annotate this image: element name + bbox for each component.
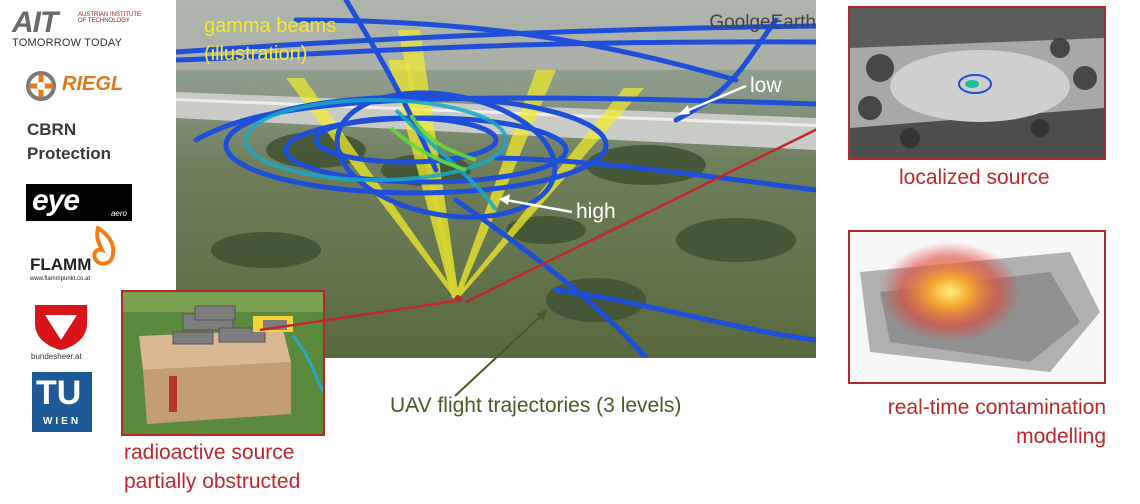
low-arrow — [683, 84, 747, 114]
radioactive-source-label: radioactive source partially obstructed — [124, 438, 300, 496]
bundesheer-shield-icon — [35, 305, 87, 350]
cbrn-protection-logo: CBRN Protection — [27, 118, 111, 166]
cbrn-line2: Protection — [27, 144, 112, 163]
localized-source-map — [850, 8, 1104, 158]
ait-logo-text: AIT — [12, 6, 58, 39]
cbrn-line1: CBRN — [27, 120, 77, 139]
riegl-icon — [26, 71, 56, 101]
bundesheer-label: bundesheer.at — [31, 352, 82, 361]
source-photo-panel — [121, 290, 325, 436]
localized-source-label: localized source — [899, 166, 1050, 189]
eye-logo-text: eye — [32, 184, 80, 217]
eye-aero-logo: eye aero — [26, 184, 132, 221]
contamination-line2: modelling — [1016, 425, 1106, 448]
source-connector-line — [259, 298, 463, 332]
uav-trajectories-label: UAV flight trajectories (3 levels) — [390, 394, 682, 417]
ait-logo-tagline: TOMORROW TODAY — [12, 37, 123, 49]
radioactive-source-line1: radioactive source — [124, 441, 295, 464]
tu-logo-text: TU — [36, 374, 82, 412]
high-arrow — [505, 198, 573, 214]
flamm-logo-text: FLAMM — [30, 255, 92, 274]
gamma-beams-label: gamma beams (illustration) — [204, 12, 336, 68]
uav-trajectories-hot — [389, 113, 477, 172]
radioactive-source-line2: partially obstructed — [124, 470, 301, 493]
flamm-logo-url: www.flammpunkt.co.at — [30, 276, 91, 282]
cardboard-box-side — [143, 362, 291, 424]
contamination-heatmap — [880, 242, 1020, 342]
localization-arrow — [465, 128, 816, 304]
source-photo — [123, 292, 323, 434]
uav-label-arrow — [454, 314, 543, 397]
flame-icon — [92, 226, 116, 266]
tu-wien-logo: TU WIEN — [32, 372, 92, 432]
gamma-label-line1: gamma beams — [204, 15, 337, 37]
contamination-map — [850, 232, 1104, 382]
source-estimate-contour — [958, 74, 992, 94]
contamination-label: real-time contamination modelling — [820, 393, 1106, 451]
tu-logo-wien: WIEN — [42, 416, 82, 427]
riegl-logo-text: RIEGL — [62, 73, 124, 95]
high-altitude-label: high — [576, 200, 616, 223]
localized-source-panel — [848, 6, 1106, 160]
gamma-label-line2: (illustration) — [204, 43, 308, 65]
contamination-panel — [848, 230, 1106, 384]
ait-logo-subtitle: AUSTRIAN INSTITUTE OF TECHNOLOGY — [78, 12, 142, 24]
low-altitude-label: low — [750, 74, 782, 97]
eye-logo-aero: aero — [110, 209, 127, 218]
google-earth-label: GoolgeEarth — [709, 12, 816, 33]
contamination-line1: real-time contamination — [887, 396, 1106, 419]
